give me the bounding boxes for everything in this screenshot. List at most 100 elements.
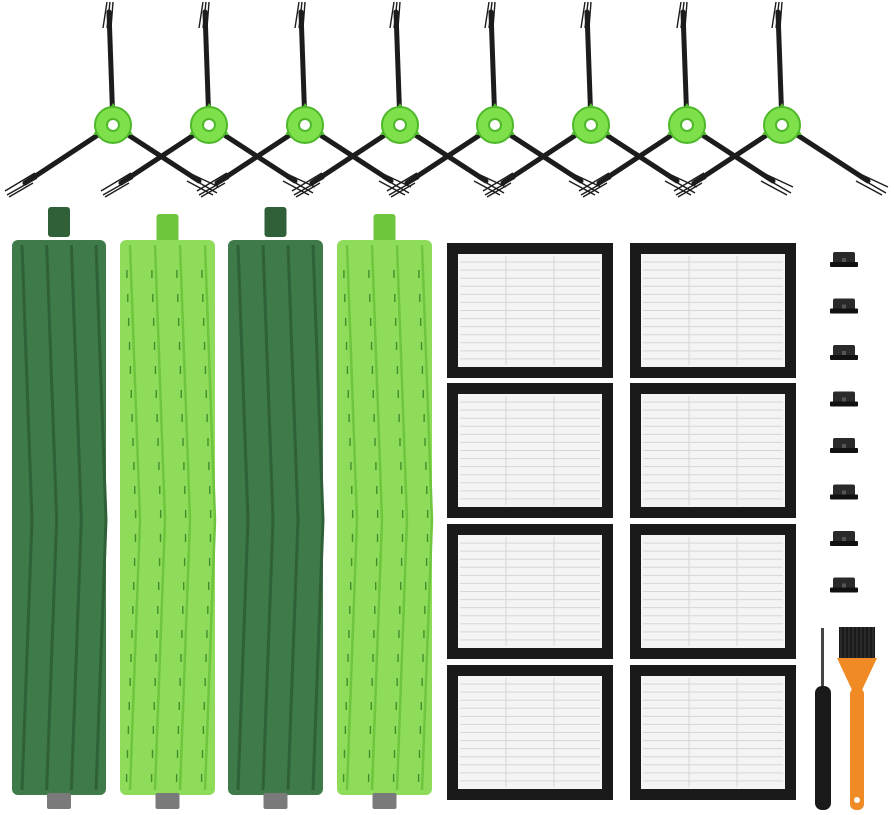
screw xyxy=(830,252,858,267)
side-brush-hub-center xyxy=(488,118,502,132)
side-brush-hub-center xyxy=(298,118,312,132)
side-brush xyxy=(578,1,794,198)
roller-end-peg xyxy=(48,207,70,237)
screw-slot xyxy=(842,444,846,448)
roller-fin xyxy=(203,244,217,791)
cleaning-brush-hole xyxy=(854,797,860,803)
roller-fin xyxy=(236,244,250,791)
screw-washer xyxy=(830,308,858,314)
side-brush-bristles xyxy=(100,172,134,198)
screws-column xyxy=(830,252,858,593)
screwdriver-handle xyxy=(815,686,831,810)
screw-slot xyxy=(842,583,846,588)
side-brush-bristles xyxy=(386,172,420,198)
hepa-filter xyxy=(630,383,796,518)
filter-pleats xyxy=(643,537,783,646)
side-brush-bristles xyxy=(4,172,38,198)
screw xyxy=(830,298,858,314)
screw xyxy=(830,391,858,407)
cleaning-brush-neck xyxy=(837,658,877,690)
screw-slot xyxy=(842,490,846,495)
roller-body xyxy=(337,240,432,795)
roller-brushes-group xyxy=(12,207,434,809)
roller-brush xyxy=(120,214,217,809)
side-brush-hub-center xyxy=(584,118,598,132)
roller-fin xyxy=(128,244,142,791)
roller-fin xyxy=(178,244,192,791)
roller-end-cap xyxy=(155,793,180,809)
roller-end-peg xyxy=(264,207,287,237)
side-brush-bristles xyxy=(294,1,306,29)
side-brush-bristles xyxy=(673,172,707,198)
cleaning-brush xyxy=(837,627,877,810)
hepa-filter xyxy=(447,665,613,800)
hepa-filter xyxy=(630,665,796,800)
roller-end-peg xyxy=(373,214,396,244)
screw xyxy=(830,531,858,546)
hepa-filter xyxy=(447,383,613,518)
screwdriver xyxy=(815,628,831,810)
filter-pleats xyxy=(460,678,600,787)
hepa-filter xyxy=(447,243,613,378)
roller-brush xyxy=(337,214,434,809)
roller-brush xyxy=(228,207,325,809)
filter-pleats xyxy=(460,537,600,646)
screw-washer xyxy=(830,541,858,546)
roller-fin xyxy=(395,244,409,791)
roller-fin xyxy=(345,244,359,791)
screw xyxy=(830,484,858,500)
roller-fin xyxy=(370,244,384,791)
side-brush-hub-center xyxy=(775,118,789,132)
roller-body xyxy=(12,240,106,795)
cleaning-tools xyxy=(815,627,877,810)
cleaning-brush-handle xyxy=(850,688,864,810)
roller-fin xyxy=(153,244,167,791)
side-brush-bristles xyxy=(855,172,889,196)
side-brush xyxy=(291,1,507,198)
screw-washer xyxy=(830,448,858,453)
side-brush-bristles xyxy=(760,172,794,196)
side-brush-hub-center xyxy=(106,118,120,132)
screwdriver-shaft xyxy=(821,628,824,688)
screw-slot xyxy=(842,397,846,402)
roller-body xyxy=(228,240,323,795)
side-brush xyxy=(673,1,889,198)
screw-slot xyxy=(842,351,846,355)
side-brush-bristles xyxy=(198,1,210,29)
side-brush xyxy=(386,1,602,198)
side-brush-bristles xyxy=(771,1,783,29)
roller-fin xyxy=(311,244,325,791)
hepa-filters-grid xyxy=(447,243,796,800)
side-brush xyxy=(482,1,698,198)
side-brush-hub-center xyxy=(393,118,407,132)
screw-washer xyxy=(830,401,858,407)
roller-end-cap xyxy=(372,793,397,809)
filter-pleats xyxy=(643,678,783,787)
roller-end-cap xyxy=(47,793,71,809)
screw xyxy=(830,577,858,593)
screw-washer xyxy=(830,494,858,500)
hepa-filter xyxy=(447,524,613,659)
roller-fin xyxy=(261,244,275,791)
roller-brush xyxy=(12,207,108,809)
side-brush xyxy=(196,1,412,198)
screw xyxy=(830,345,858,360)
screw-slot xyxy=(842,537,846,541)
side-brush-bristles xyxy=(484,1,496,29)
screw xyxy=(830,438,858,453)
roller-fin xyxy=(69,244,83,791)
screw-washer xyxy=(830,355,858,360)
filter-pleats xyxy=(643,256,783,365)
side-brush-bristles xyxy=(580,1,592,29)
side-brush xyxy=(100,1,316,198)
roller-body xyxy=(120,240,215,795)
roller-fin xyxy=(20,244,34,791)
hepa-filter xyxy=(630,243,796,378)
roller-fin xyxy=(94,244,108,791)
side-brush-bristles xyxy=(389,1,401,29)
side-brush-bristles xyxy=(291,172,325,198)
filter-pleats xyxy=(460,256,600,365)
roller-end-cap xyxy=(263,793,288,809)
screw-slot xyxy=(842,258,846,262)
